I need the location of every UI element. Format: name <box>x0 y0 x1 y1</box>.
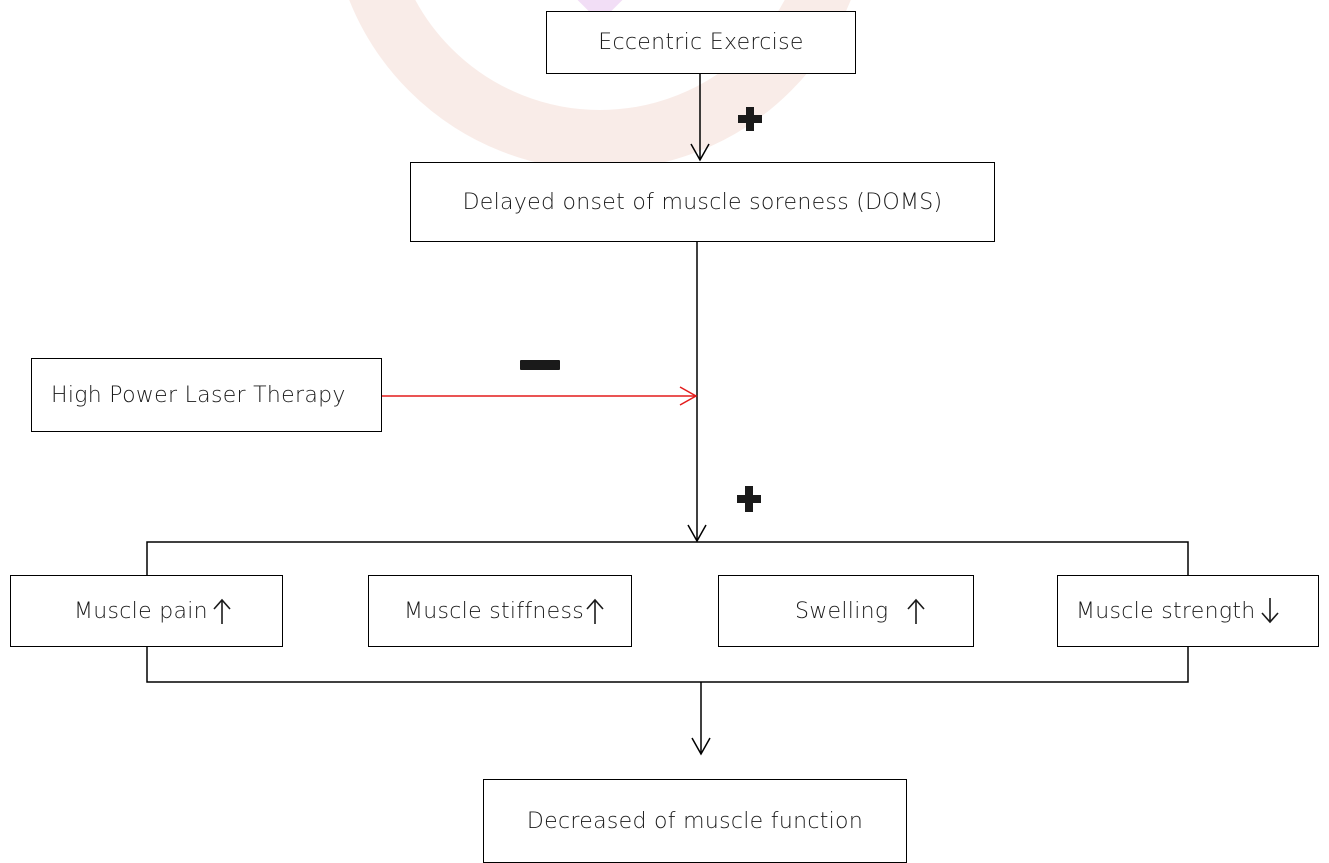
exercise-to-doms-arrowhead <box>690 143 710 162</box>
effect-label-swelling: Swelling <box>795 598 889 624</box>
up-arrow-icon <box>907 598 925 624</box>
decreased-function-label: Decreased of muscle function <box>526 808 864 834</box>
eccentric-exercise-box: Eccentric Exercise <box>546 11 856 74</box>
effect-label-muscle-stiffness: Muscle stiffness <box>404 598 585 624</box>
laser-therapy-label: High Power Laser Therapy <box>51 382 346 408</box>
laser-therapy-box: High Power Laser Therapy <box>31 358 382 432</box>
up-arrow-icon <box>586 598 604 624</box>
effects-bottom-bracket <box>146 647 1189 683</box>
effects-to-function-arrowhead <box>691 737 711 756</box>
up-arrow-icon <box>213 598 231 624</box>
effect-box-muscle-strength: Muscle strength <box>1057 575 1319 647</box>
effect-box-muscle-pain: Muscle pain <box>10 575 283 647</box>
effects-top-bracket <box>146 541 1189 575</box>
effect-label-muscle-pain: Muscle pain <box>74 598 208 624</box>
plus-sign-icon <box>737 486 761 512</box>
down-arrow-icon <box>1260 598 1279 624</box>
laser-inhibition-arrowhead <box>679 386 698 406</box>
effect-box-swelling: Swelling <box>718 575 974 647</box>
plus-sign-icon <box>738 107 762 131</box>
minus-sign-icon <box>520 360 560 370</box>
doms-to-effects-arrowhead <box>687 524 707 543</box>
eccentric-exercise-label: Eccentric Exercise <box>598 30 804 55</box>
doms-box: Delayed onset of muscle soreness (DOMS) <box>410 162 995 242</box>
doms-label: Delayed onset of muscle soreness (DOMS) <box>462 189 943 215</box>
effect-box-muscle-stiffness: Muscle stiffness <box>368 575 632 647</box>
decreased-function-box: Decreased of muscle function <box>483 779 907 863</box>
effect-label-muscle-strength: Muscle strength <box>1076 598 1256 624</box>
